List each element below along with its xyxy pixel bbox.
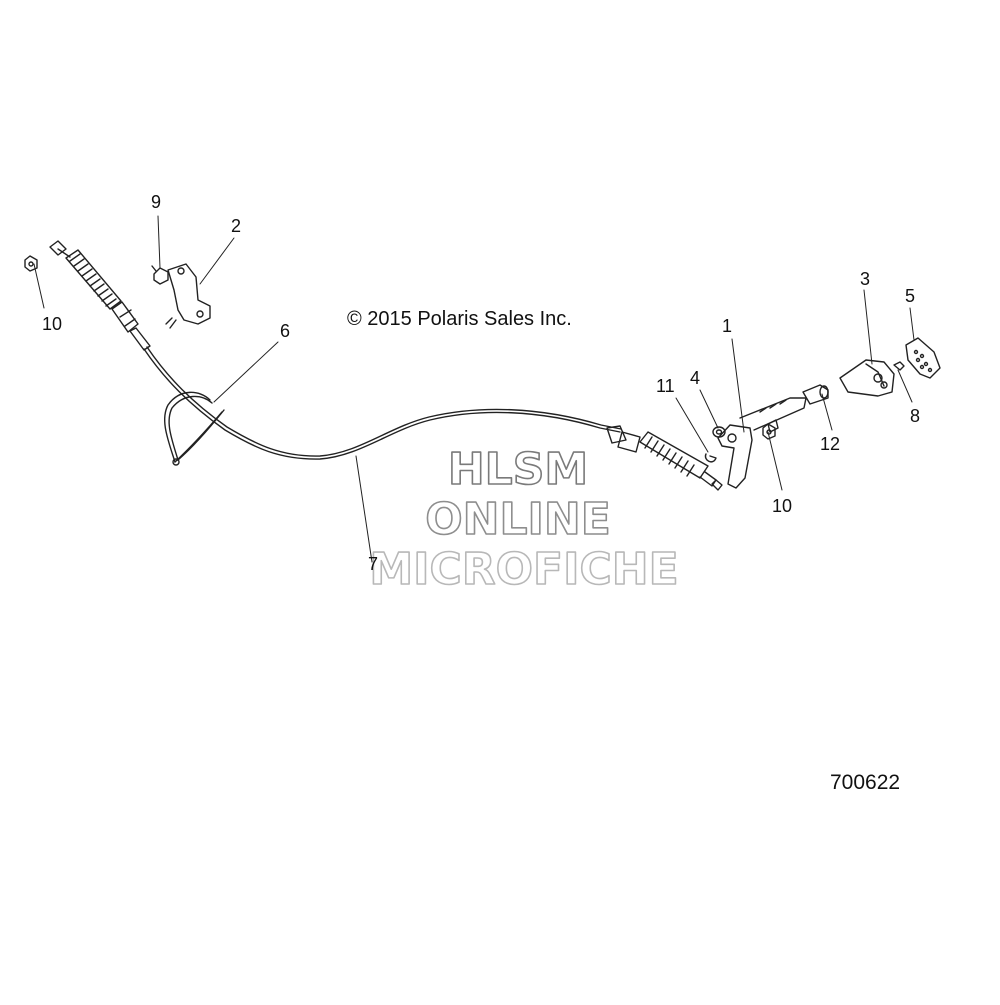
watermark-line-1: HLSM <box>448 444 588 495</box>
bolt-9 <box>151 265 169 285</box>
nut-right <box>762 423 776 440</box>
callout-labels: 9 2 10 6 7 1 11 4 10 12 3 5 8 <box>42 192 920 574</box>
copyright-notice: © 2015 Polaris Sales Inc. <box>347 308 572 330</box>
callout-6: 6 <box>280 321 290 341</box>
clip-11 <box>704 453 717 463</box>
shift-lever <box>717 397 807 489</box>
bracket <box>165 263 211 329</box>
watermark: HLSM ONLINE MICROFICHE <box>369 443 680 596</box>
callout-12: 12 <box>820 434 840 454</box>
callout-2: 2 <box>231 216 241 236</box>
nut-left <box>24 255 38 272</box>
callout-9: 9 <box>151 192 161 212</box>
callout-8: 8 <box>910 406 920 426</box>
callout-7: 7 <box>368 554 378 574</box>
callout-1: 1 <box>722 316 732 336</box>
callout-10-left: 10 <box>42 314 62 334</box>
leader-lines <box>33 215 915 563</box>
knob-cap <box>905 337 941 379</box>
callout-4: 4 <box>690 368 700 388</box>
grip-12 <box>802 384 829 405</box>
callout-3: 3 <box>860 269 870 289</box>
callout-10-right: 10 <box>772 496 792 516</box>
drawing-number: 700622 <box>830 771 901 794</box>
callout-11: 11 <box>656 376 675 396</box>
shift-knob <box>839 359 895 397</box>
shift-cable <box>143 346 622 460</box>
washer-4 <box>712 426 726 438</box>
cable-left-end <box>49 240 151 351</box>
cable-tie-loop <box>164 391 225 466</box>
screw-8 <box>893 361 905 371</box>
watermark-line-3: MICROFICHE <box>369 544 678 595</box>
cable-right-end <box>606 425 723 491</box>
callout-5: 5 <box>905 286 915 306</box>
watermark-line-2: ONLINE <box>425 494 611 545</box>
